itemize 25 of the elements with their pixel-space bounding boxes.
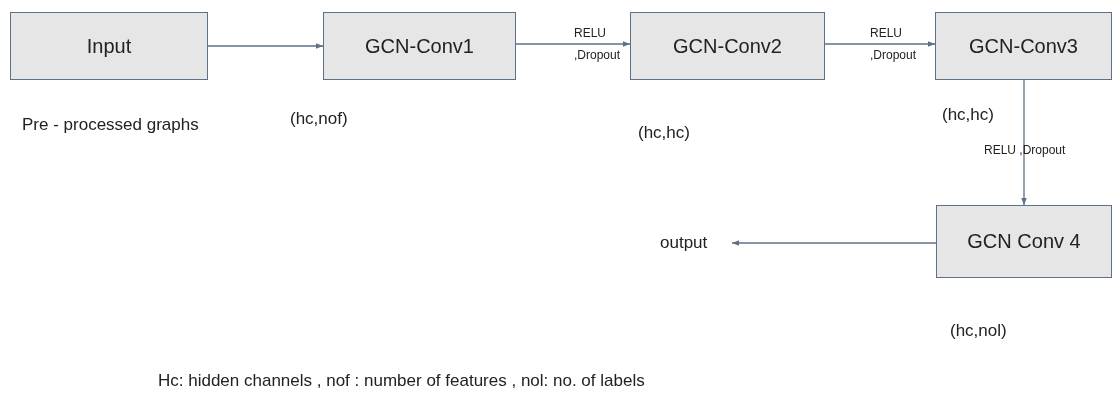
edge-label: RELU ,Dropout <box>870 25 918 64</box>
dimension-note: (hc,hc) <box>942 104 995 126</box>
footnote: Hc: hidden channels , nof : number of features , nol: no. of labels <box>158 370 645 392</box>
arrow <box>824 41 936 47</box>
process-box <box>323 12 516 80</box>
arrow <box>1021 79 1027 206</box>
process-box <box>936 205 1112 278</box>
dimension-note: (hc,nof) <box>290 108 349 130</box>
process-box <box>630 12 825 80</box>
edge-label: RELU ,Dropout <box>574 25 622 64</box>
node-text: output <box>660 230 728 256</box>
box-label: GCN-Conv2 <box>673 34 782 58</box>
arrow <box>207 43 324 49</box>
dimension-note: (hc,nol) <box>950 320 1008 342</box>
process-box <box>935 12 1112 80</box>
arrow <box>515 41 631 47</box>
process-box <box>10 12 208 80</box>
arrow <box>731 240 937 246</box>
box-label: GCN Conv 4 <box>967 230 1081 253</box>
box-label: GCN-Conv3 <box>969 34 1078 58</box>
edge-label: RELU ,Dropout <box>984 142 1067 158</box>
dimension-note: (hc,hc) <box>638 122 691 144</box>
box-label: Input <box>86 34 132 58</box>
dimension-note: Pre - processed graphs <box>22 114 200 136</box>
box-label: GCN-Conv1 <box>365 34 474 58</box>
